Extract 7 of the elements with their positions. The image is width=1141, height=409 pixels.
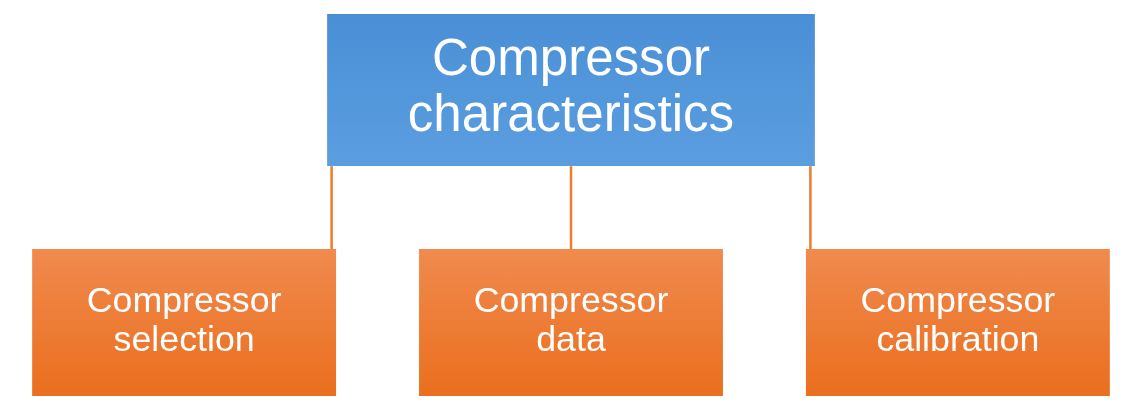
node-box: Compressor calibration <box>805 248 1110 396</box>
connector <box>329 165 333 249</box>
node-box: Compressor characteristics <box>326 13 815 166</box>
connector <box>808 165 812 249</box>
connector <box>569 165 572 249</box>
node-box: Compressor data <box>418 248 723 396</box>
node-box: Compressor selection <box>31 248 336 396</box>
